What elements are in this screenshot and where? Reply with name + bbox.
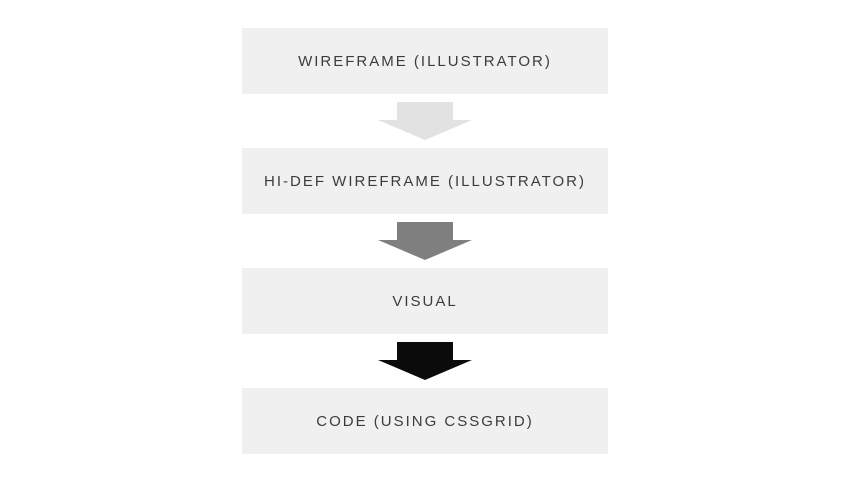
step-label-wireframe: WIREFRAME (ILLUSTRATOR) — [298, 52, 552, 70]
step-label-code: CODE (USING CSSGRID) — [316, 412, 534, 430]
step-box-hidef-wireframe: HI-DEF WIREFRAME (ILLUSTRATOR) — [242, 148, 608, 214]
step-box-visual: VISUAL — [242, 268, 608, 334]
down-arrow-2 — [378, 222, 472, 260]
flow-column: WIREFRAME (ILLUSTRATOR) HI-DEF WIREFRAME… — [242, 28, 608, 454]
down-arrow-icon — [378, 342, 472, 380]
down-arrow-icon — [378, 222, 472, 260]
down-arrow-3 — [378, 342, 472, 380]
step-label-hidef-wireframe: HI-DEF WIREFRAME (ILLUSTRATOR) — [264, 172, 586, 190]
step-label-visual: VISUAL — [392, 292, 458, 310]
step-box-wireframe: WIREFRAME (ILLUSTRATOR) — [242, 28, 608, 94]
down-arrow-icon — [378, 102, 472, 140]
step-box-code: CODE (USING CSSGRID) — [242, 388, 608, 454]
down-arrow-1 — [378, 102, 472, 140]
